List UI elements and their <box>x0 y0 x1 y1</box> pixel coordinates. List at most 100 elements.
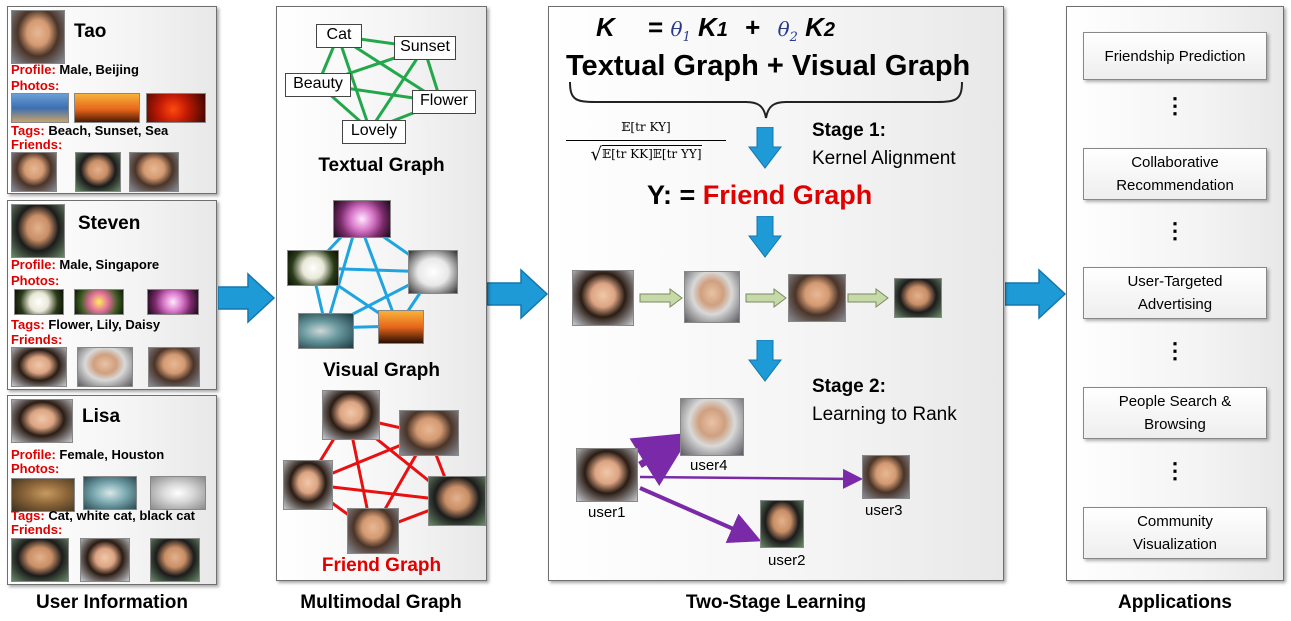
photo-thumb <box>11 478 75 512</box>
caption-multimodal-graph: Multimodal Graph <box>300 592 462 613</box>
tags-row: Tags: Flower, Lily, Daisy <box>11 317 160 332</box>
flow-arrow-3 <box>1005 268 1067 320</box>
photos-label: Photos: <box>11 273 60 288</box>
profile-label: Profile: <box>11 257 56 272</box>
friend-avatar <box>77 347 133 387</box>
rank-arrows <box>629 432 863 544</box>
rank-user2-photo <box>760 500 804 548</box>
text-node-lovely: Lovely <box>342 120 406 144</box>
formula-theta1: θ1 <box>670 17 691 45</box>
user-name: Steven <box>78 213 141 234</box>
app-friendship-prediction: Friendship Prediction <box>1083 32 1267 80</box>
chain-user <box>788 274 846 322</box>
stage1-desc: Kernel Alignment <box>812 148 956 169</box>
avatar <box>11 10 65 64</box>
down-arrow-1 <box>748 127 782 169</box>
avatar <box>11 399 73 443</box>
visual-graph-label: Visual Graph <box>323 360 440 381</box>
kernel-alignment-formula: 𝔼[tr KY] √𝔼[tr KK]𝔼[tr YY] <box>560 118 732 174</box>
user-name: Tao <box>74 21 107 42</box>
user-card-tao: Tao Profile: Male, Beijing Photos: Tags:… <box>7 6 217 194</box>
profile-value: Female, Houston <box>59 447 165 462</box>
chain-arrows <box>639 288 889 308</box>
chain-user <box>684 271 740 323</box>
tags-value: Flower, Lily, Daisy <box>48 317 161 332</box>
formula-equals: = <box>648 12 664 42</box>
friend-avatar <box>150 538 200 582</box>
rank-user2-label: user2 <box>768 552 806 569</box>
friend-avatar <box>11 347 67 387</box>
profile-row: Profile: Female, Houston <box>11 447 164 462</box>
photo-thumb <box>146 93 206 123</box>
text-node-beauty: Beauty <box>285 73 351 97</box>
profile-value: Male, Singapore <box>59 257 160 272</box>
friends-label: Friends: <box>11 137 63 152</box>
friend-avatar <box>80 538 130 582</box>
friend-avatar <box>148 347 200 387</box>
formula-plus: + <box>745 12 761 42</box>
text-node-flower: Flower <box>412 90 476 114</box>
friend-node <box>428 476 486 526</box>
visual-node-flower <box>333 200 391 238</box>
graph-sum: Textual Graph + Visual Graph <box>566 50 971 82</box>
alignment-numerator: 𝔼[tr KY] <box>621 120 671 134</box>
separator-dots: ⋮ <box>1164 338 1186 363</box>
friend-avatar <box>11 538 69 582</box>
separator-dots: ⋮ <box>1164 218 1186 243</box>
photo-thumb <box>150 476 206 510</box>
visual-node-lily <box>287 250 339 286</box>
photo-thumb <box>147 289 199 315</box>
visual-node-dog <box>408 250 458 294</box>
rank-user4-photo <box>680 398 744 456</box>
photo-thumb <box>74 93 140 123</box>
chain-user <box>894 278 942 318</box>
rank-user3-label: user3 <box>865 502 903 519</box>
friend-avatar <box>11 152 57 192</box>
tags-row: Tags: Cat, white cat, black cat <box>11 508 195 523</box>
friend-avatar <box>75 152 121 192</box>
down-arrow-2 <box>748 216 782 258</box>
formula-k: K <box>596 12 615 42</box>
kernel-formula: K = θ1 K1 + θ2 K2 <box>596 12 835 45</box>
stage2-title: Stage 2: <box>812 376 886 397</box>
formula-k1: K1 <box>698 12 728 42</box>
profile-value: Male, Beijing <box>59 62 139 77</box>
caption-user-information: User Information <box>35 592 189 613</box>
photo-thumb <box>74 289 124 315</box>
visual-node-sunset <box>378 310 424 344</box>
brace-icon <box>569 81 963 119</box>
friend-node <box>283 460 333 510</box>
profile-row: Profile: Male, Singapore <box>11 257 159 272</box>
friend-node <box>399 410 459 456</box>
friends-label: Friends: <box>11 332 63 347</box>
tags-label: Tags: <box>11 508 45 523</box>
separator-dots: ⋮ <box>1164 93 1186 118</box>
stage2-desc: Learning to Rank <box>812 404 957 425</box>
stage1-title: Stage 1: <box>812 120 886 141</box>
photos-label: Photos: <box>11 78 60 93</box>
photos-label: Photos: <box>11 461 60 476</box>
chain-user <box>572 270 634 326</box>
text-node-cat: Cat <box>316 24 362 48</box>
tags-label: Tags: <box>11 123 45 138</box>
avatar <box>11 204 65 258</box>
user-card-lisa: Lisa Profile: Female, Houston Photos: Ta… <box>7 395 217 585</box>
y-label: Y: = <box>647 180 703 210</box>
friend-graph-label: Friend Graph <box>321 555 442 576</box>
textual-graph-label: Textual Graph <box>318 155 445 176</box>
rank-user1-photo <box>576 448 638 502</box>
profile-row: Profile: Male, Beijing <box>11 62 139 77</box>
photo-thumb <box>11 93 69 123</box>
tags-label: Tags: <box>11 317 45 332</box>
friends-label: Friends: <box>11 522 63 537</box>
separator-dots: ⋮ <box>1164 458 1186 483</box>
down-arrow-3 <box>748 340 782 382</box>
friend-node <box>347 508 399 554</box>
flow-arrow-2 <box>487 268 549 320</box>
caption-applications: Applications <box>1117 592 1232 613</box>
y-friend-graph: Y: = Friend Graph <box>647 180 872 211</box>
flow-arrow-1 <box>218 272 276 324</box>
